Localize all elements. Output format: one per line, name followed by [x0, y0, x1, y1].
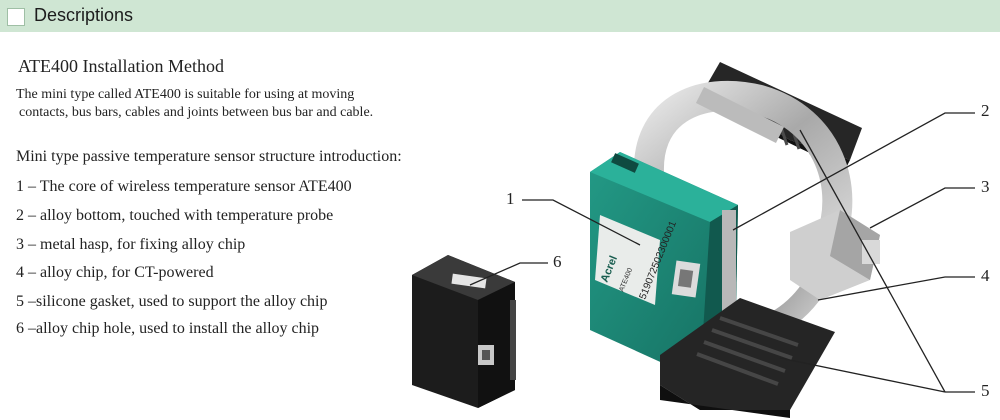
- structure-item-1: 1 – The core of wireless temperature sen…: [16, 178, 352, 195]
- callout-5: 5: [981, 381, 990, 400]
- callout-2: 2: [981, 101, 990, 120]
- structure-intro: Mini type passive temperature sensor str…: [16, 148, 402, 165]
- page-heading: ATE400 Installation Method: [18, 56, 224, 76]
- callout-lines: [469, 112, 975, 393]
- metal-hasp: [790, 210, 880, 300]
- callout-4: 4: [981, 266, 990, 285]
- header-square-icon: [7, 8, 25, 26]
- description: The mini type called ATE400 is suitable …: [16, 86, 466, 122]
- silicone-gasket-bottom: [660, 298, 835, 418]
- section-header: Descriptions: [0, 0, 1000, 32]
- callout-6: 6: [553, 252, 562, 271]
- alloy-chip-small-image: [412, 255, 516, 408]
- callout-3: 3: [981, 177, 990, 196]
- structure-item-2: 2 – alloy bottom, touched with temperatu…: [16, 207, 334, 224]
- description-line-1: The mini type called ATE400 is suitable …: [16, 87, 355, 102]
- structure-item-5: 5 –silicone gasket, used to support the …: [16, 293, 328, 310]
- structure-item-3: 3 – metal hasp, for fixing alloy chip: [16, 236, 246, 253]
- header-title: Descriptions: [34, 5, 134, 25]
- sensor-core-body: [590, 152, 738, 380]
- structure-item-4: 4 – alloy chip, for CT-powered: [16, 264, 214, 281]
- callout-1: 1: [506, 189, 515, 208]
- structure-item-6: 6 –alloy chip hole, used to install the …: [16, 320, 320, 337]
- description-line-2: contacts, bus bars, cables and joints be…: [19, 105, 374, 120]
